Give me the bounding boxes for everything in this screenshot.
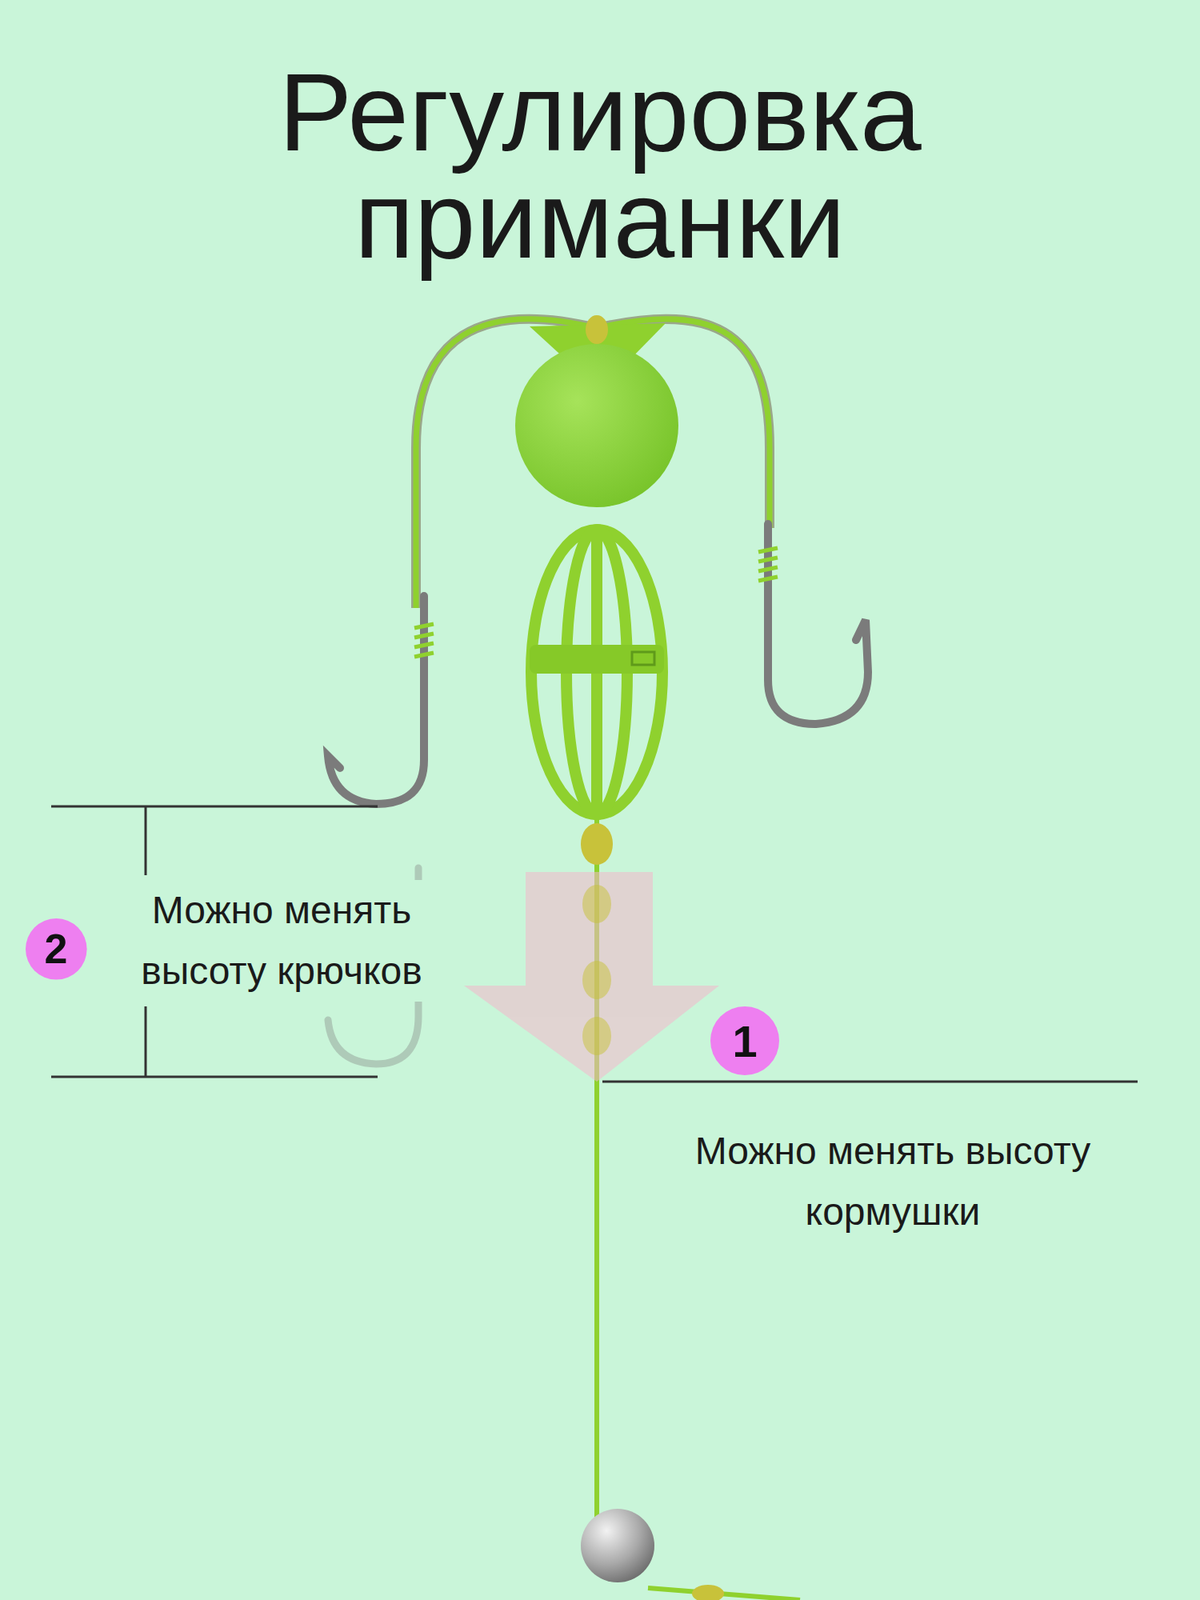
dimension-lines xyxy=(51,806,1138,1082)
direction-arrow xyxy=(464,872,720,1082)
float-ball xyxy=(515,344,679,508)
note-text: Можно менять высоту кормушки xyxy=(681,1120,1104,1243)
line-tail xyxy=(648,1588,800,1600)
title: Регулировка приманки xyxy=(120,58,1080,273)
callout-number: 1 xyxy=(709,1005,780,1076)
callout-circle: 1 xyxy=(709,1005,780,1076)
note-text: Можно менять высоту крючков xyxy=(118,880,445,1002)
swivel-bead xyxy=(585,315,608,344)
callout-number: 2 xyxy=(24,917,88,981)
callout-circle-fill xyxy=(710,1006,780,1076)
bead xyxy=(692,1584,724,1600)
callout-circle-fill xyxy=(25,918,88,980)
callout-circle: 2 xyxy=(24,917,88,981)
sinker xyxy=(580,1508,655,1583)
ghost-beads xyxy=(582,884,612,1056)
feeder-clip xyxy=(632,652,655,665)
stopper-bead xyxy=(580,823,613,865)
feeder-ring xyxy=(529,644,664,674)
